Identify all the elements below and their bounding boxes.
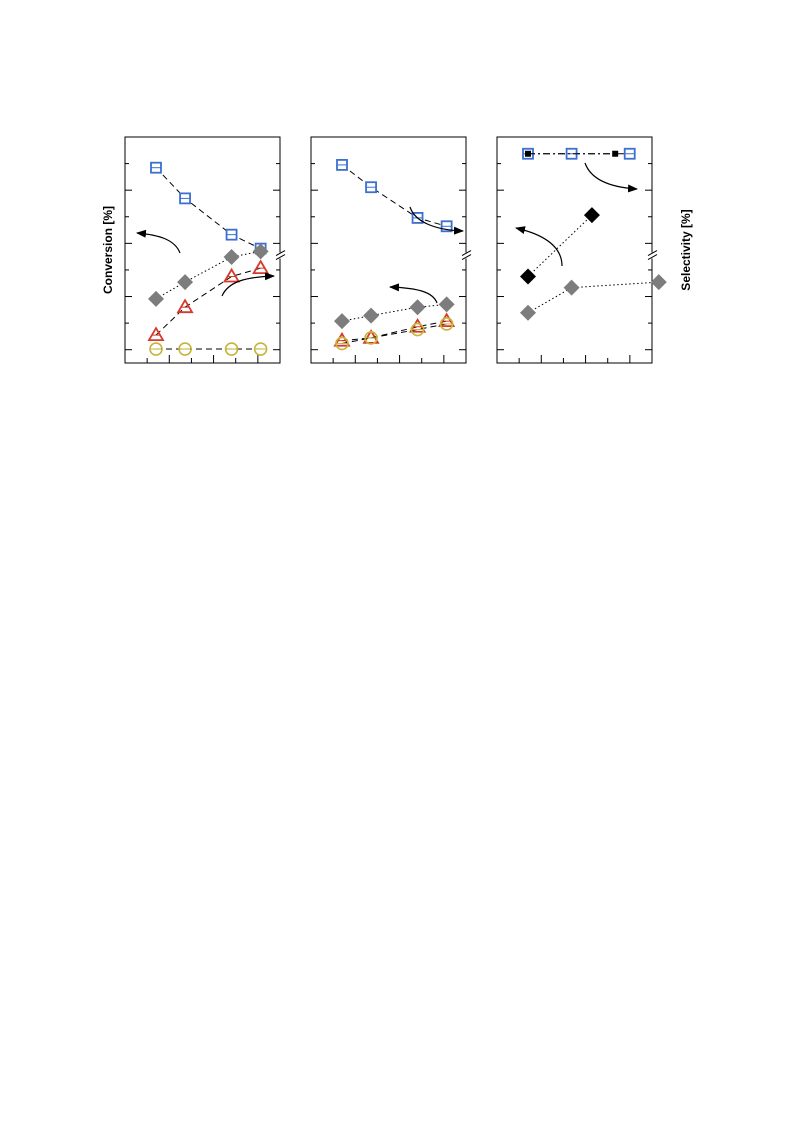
data-point-circle [410,322,425,337]
data-point-square [623,147,636,160]
plot-frame [496,136,653,364]
data-point-square [179,192,191,205]
data-point-diamond [223,248,240,265]
data-point-triangle [222,267,241,283]
panel-selectivity [496,136,667,364]
data-point-triangle [176,298,194,314]
data-point-circle [224,342,239,356]
axis-break [649,252,657,259]
series-line [155,167,261,250]
data-point-diamond [409,299,426,316]
data-point-diamond [583,207,600,224]
series-line [527,281,659,314]
data-point-square [440,220,453,233]
panel-conversion-2 [310,136,472,364]
data-point-diamond [252,243,269,260]
axis-break [275,254,286,260]
series-line [341,320,447,342]
data-point-triangle [252,259,270,275]
data-point-square [365,181,377,194]
data-point-triangle [333,331,351,347]
data-point-diamond [520,304,536,321]
data-point-diamond [520,268,536,285]
series-line [155,250,261,300]
data-point-diamond [148,290,164,307]
axis-break [647,250,658,256]
data-point-circle [178,342,192,356]
series-line [527,214,593,277]
axis-break [277,252,285,259]
data-point-diamond [334,313,350,330]
arrow-annotation [136,229,181,254]
data-point-circle [439,317,454,331]
conversion-axis-title: Conversion [%] [101,206,115,294]
arrow-annotation [515,226,563,267]
data-point-diamond [177,274,194,291]
series-line [341,164,447,227]
axis-break [275,250,286,256]
data-point-diamond [438,296,455,313]
data-point-square [336,159,348,171]
axis-break [463,252,471,259]
axis-break [647,254,658,260]
data-point-diamond [563,279,580,296]
axis-break [461,254,472,260]
data-point-circle [364,331,378,345]
series-line [341,303,447,322]
panel-conversion-1 [124,136,286,364]
axis-break [461,250,472,256]
arrow-annotation [409,206,464,235]
arrow-annotation [221,272,275,297]
data-point-diamond [363,307,380,324]
data-point-triangle [408,317,427,333]
data-point-square-filled [612,150,619,157]
arrow-annotation [584,162,638,193]
data-point-square [225,228,238,241]
selectivity-axis-title: Selectivity [%] [679,209,693,290]
data-point-circle [149,342,163,356]
data-point-triangle [438,312,456,328]
data-point-triangle [147,326,165,341]
series-line [341,323,447,344]
data-point-circle [335,336,349,351]
data-point-square-filled [525,150,531,157]
plot-frame [124,136,281,364]
plot-frame [310,136,467,364]
series-line [155,267,261,336]
data-point-diamond [650,274,667,291]
data-point-square [150,161,162,174]
arrow-annotation [389,283,438,304]
data-point-circle [253,342,268,356]
